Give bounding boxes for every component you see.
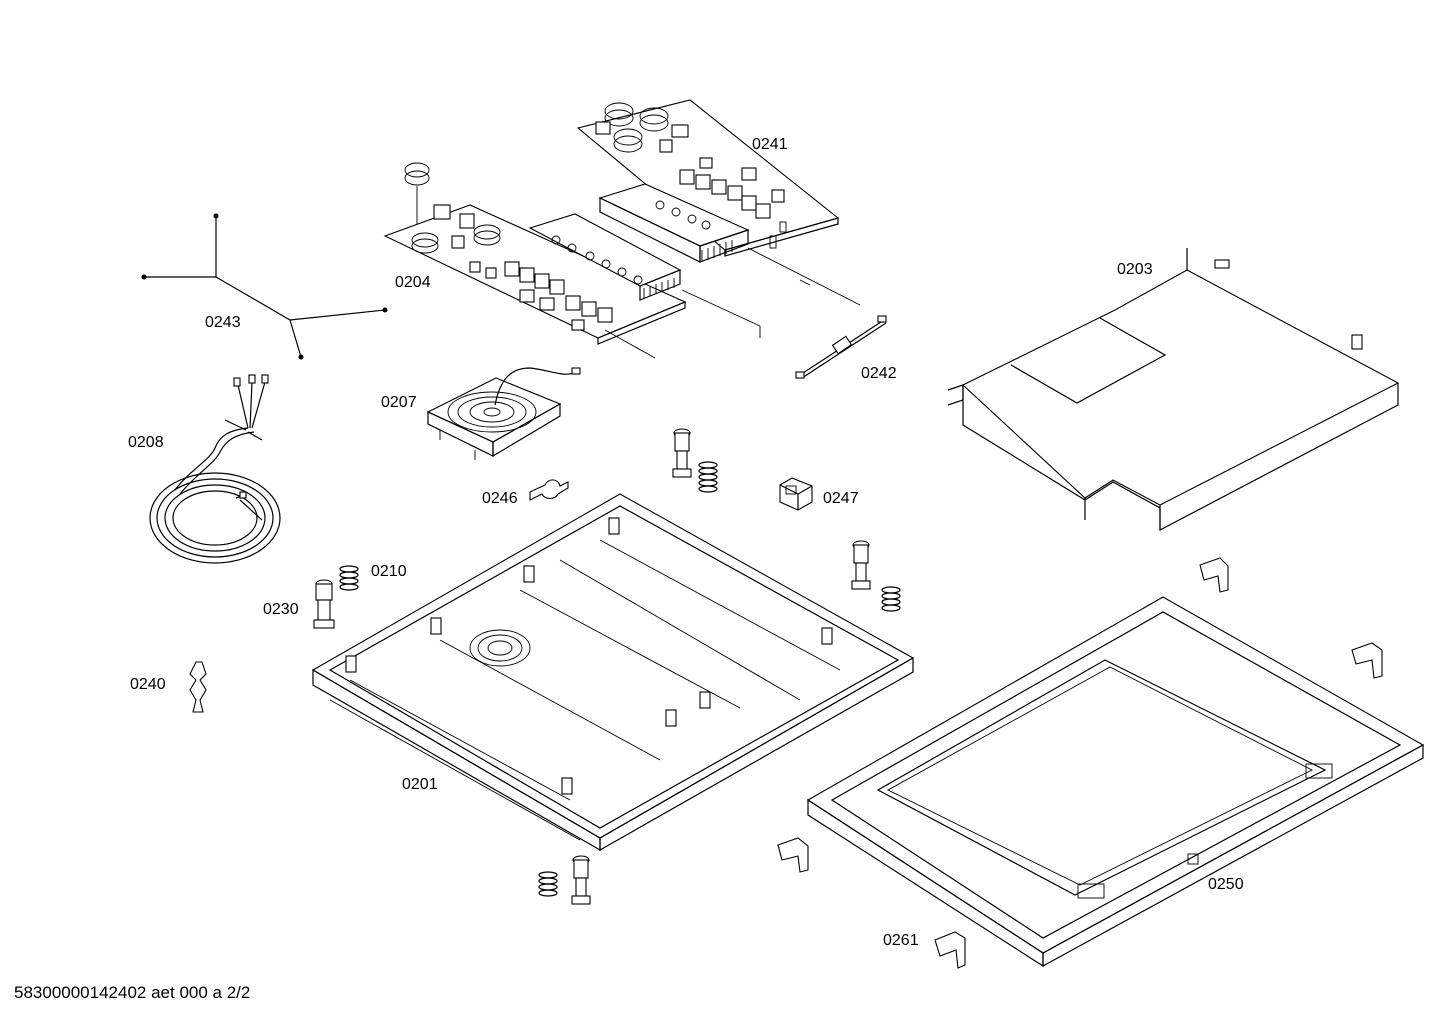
- clip-0246: [529, 479, 569, 501]
- label-0241: 0241: [752, 136, 788, 153]
- clip-left: [777, 837, 809, 873]
- circuit-board-0204: [383, 162, 687, 345]
- fan-0207: [426, 367, 581, 460]
- label-0204: 0204: [395, 274, 431, 291]
- label-0201: 0201: [402, 776, 438, 793]
- block-0247: [779, 477, 813, 511]
- label-0242: 0242: [861, 365, 897, 382]
- label-0261: 0261: [883, 932, 919, 949]
- foot-bottom: [538, 855, 591, 905]
- label-0243: 0243: [205, 314, 241, 331]
- label-0208: 0208: [128, 434, 164, 451]
- label-0250: 0250: [1208, 876, 1244, 893]
- cover-0203: [947, 248, 1400, 531]
- housing-0201: [311, 493, 915, 852]
- frame-0250: [806, 596, 1425, 968]
- power-cable-0208: [149, 374, 281, 564]
- label-0203: 0203: [1117, 261, 1153, 278]
- assembly-guide-lines: [604, 247, 861, 359]
- clip-top: [1199, 557, 1229, 593]
- label-0247: 0247: [823, 490, 859, 507]
- label-0207: 0207: [381, 394, 417, 411]
- spring-0210: [339, 565, 359, 591]
- foot-0230: [313, 579, 335, 629]
- wire-0243: [141, 213, 388, 360]
- label-0246: 0246: [482, 490, 518, 507]
- foot-right: [851, 540, 901, 612]
- label-0230: 0230: [263, 601, 299, 618]
- foot-upper: [672, 428, 718, 493]
- label-0240: 0240: [130, 676, 166, 693]
- circuit-board-0241: [576, 99, 840, 263]
- cable-0242: [795, 315, 887, 379]
- pin-0240: [189, 661, 207, 713]
- document-id: 58300000142402 aet 000 a 2/2: [14, 983, 251, 1002]
- clip-right: [1351, 642, 1383, 679]
- label-0210: 0210: [371, 563, 407, 580]
- clip-0261: [934, 931, 966, 969]
